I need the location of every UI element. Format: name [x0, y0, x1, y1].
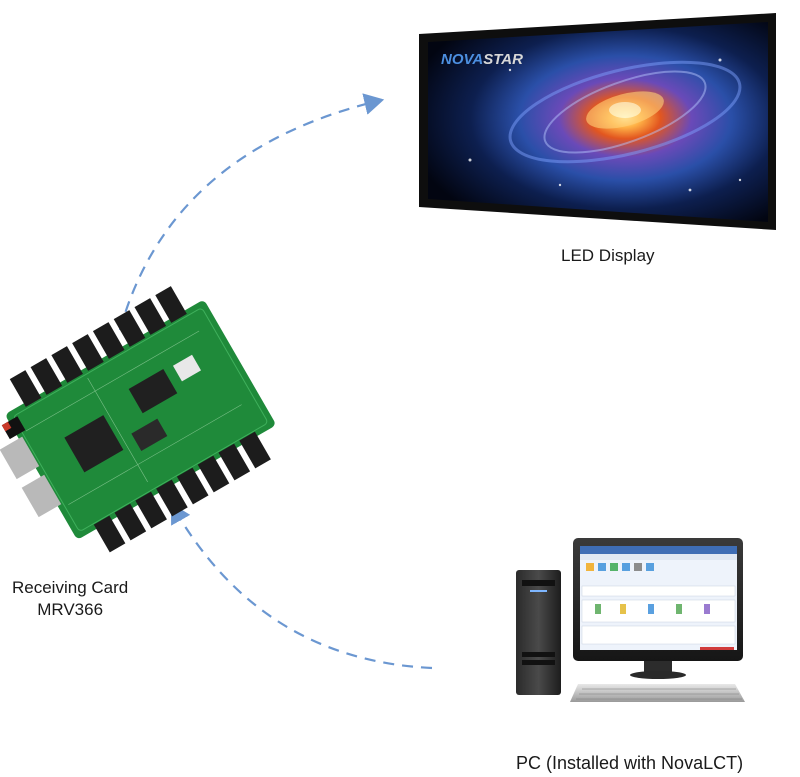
- novastar-logo: NOVASTAR: [441, 51, 523, 68]
- receiving-card-label-line2: MRV366: [37, 600, 104, 619]
- led-display-label: LED Display: [561, 246, 655, 265]
- pcb-board: [6, 301, 275, 539]
- pcb-connectors-bottom: [93, 431, 271, 553]
- pcb-chip: [64, 415, 124, 473]
- galaxy-image: [468, 58, 742, 192]
- pc-tower: [516, 570, 561, 695]
- pc-keyboard: [570, 684, 745, 702]
- pcb-chip: [128, 369, 178, 414]
- monitor-stand: [644, 661, 672, 673]
- receiving-card: [0, 286, 275, 553]
- led-display: NOVASTAR: [419, 13, 776, 230]
- arrow-card-to-display: [118, 93, 385, 331]
- ethernet-port: [21, 474, 62, 518]
- ethernet-port: [0, 436, 40, 480]
- receiving-card-label-line1: Receiving Card: [12, 578, 129, 597]
- pc: [516, 538, 745, 702]
- novalct-toolbar-icons: [586, 563, 654, 571]
- pcb-connectors-top: [9, 286, 187, 407]
- pc-label: PC (Installed with NovaLCT): [516, 753, 744, 773]
- receiving-card-label: Receiving Card MRV366: [12, 577, 128, 621]
- arrow-pc-to-card: [170, 503, 433, 670]
